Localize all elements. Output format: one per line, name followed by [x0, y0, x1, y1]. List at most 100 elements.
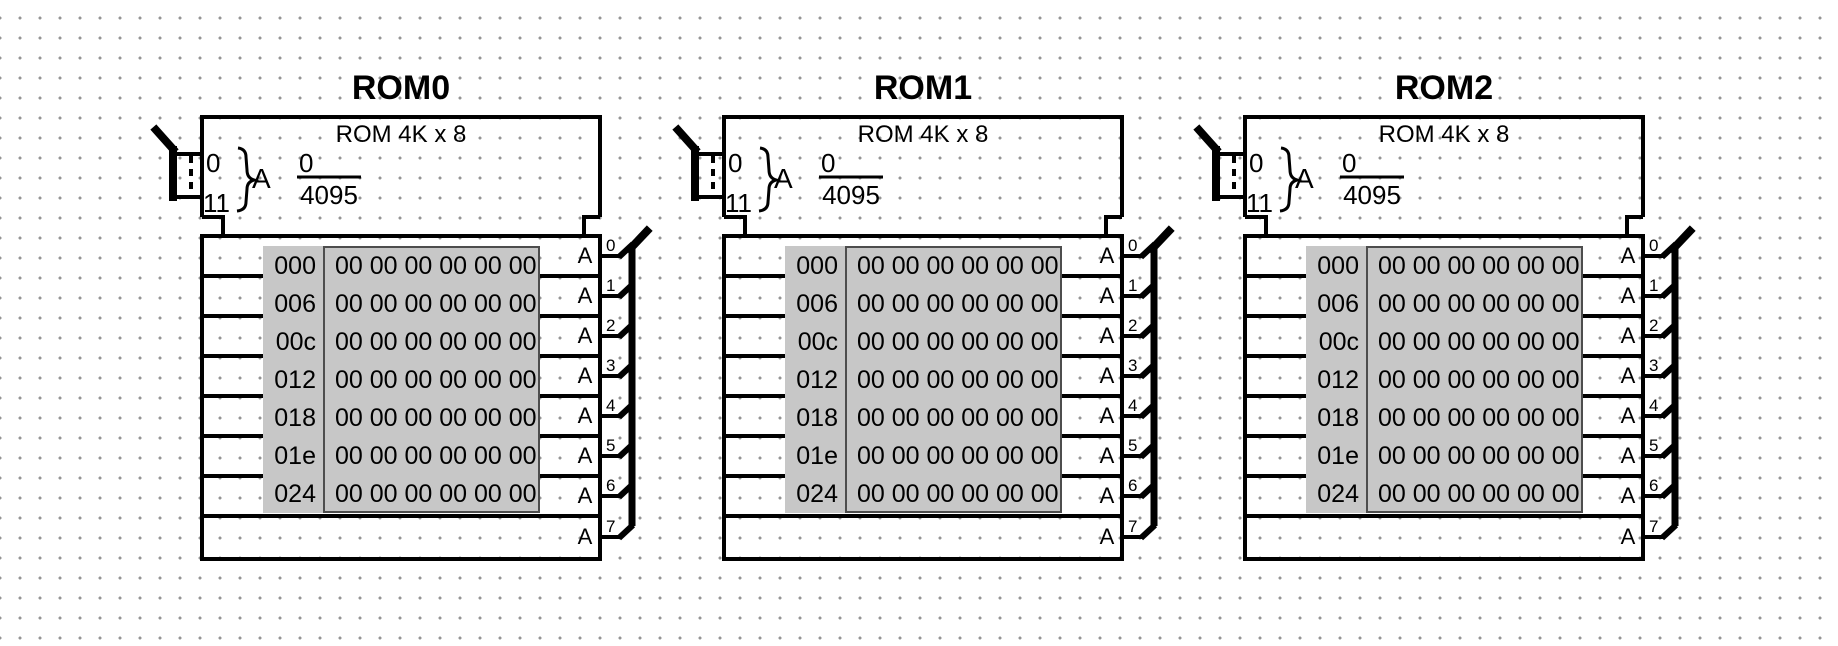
output-pin-label: A — [1620, 243, 1636, 268]
output-pin-label: A — [577, 323, 593, 348]
memory-bytes: 00 00 00 00 00 00 — [1378, 403, 1580, 432]
memory-row[interactable]: 01e 00 00 00 00 00 00 — [1306, 437, 1583, 475]
memory-bytes: 00 00 00 00 00 00 — [857, 403, 1059, 432]
memory-row[interactable]: 000 00 00 00 00 00 00 — [263, 247, 540, 285]
output-pin-stubs[interactable] — [1643, 254, 1663, 539]
chip-type-label: ROM 4K x 8 — [1378, 121, 1510, 148]
output-bus-end-flick[interactable] — [624, 225, 653, 255]
address-pin-low-label: 0 — [206, 148, 221, 178]
memory-row[interactable]: 012 00 00 00 00 00 00 — [785, 361, 1062, 399]
memory-address-column-bg — [785, 246, 845, 513]
chip-type-label: ROM 4K x 8 — [335, 121, 467, 148]
bus-bit-label: 4 — [606, 396, 616, 415]
memory-row[interactable]: 00c 00 00 00 00 00 00 — [263, 323, 540, 361]
body-outline[interactable] — [200, 234, 602, 561]
memory-address: 000 — [274, 251, 316, 280]
memory-row[interactable]: 01e 00 00 00 00 00 00 — [263, 437, 540, 475]
address-pin-high-label: 11 — [1246, 188, 1273, 218]
output-pin-label: A — [1620, 283, 1636, 308]
output-pin-label: A — [1099, 403, 1115, 428]
memory-row[interactable]: 006 00 00 00 00 00 00 — [1306, 285, 1583, 323]
bus-bit-label: 3 — [606, 356, 616, 375]
output-pin-label: A — [1620, 403, 1636, 428]
rom-component[interactable]: ROM0 ROM 4K x 8 0 11 A 0 4095 000 00 00 … — [142, 58, 662, 588]
memory-row[interactable]: 006 00 00 00 00 00 00 — [263, 285, 540, 323]
memory-row[interactable]: 018 00 00 00 00 00 00 — [1306, 399, 1583, 437]
memory-listing[interactable]: 000 00 00 00 00 00 00 006 00 00 00 00 00… — [1306, 247, 1583, 513]
memory-bytes: 00 00 00 00 00 00 — [857, 479, 1059, 508]
rom-component[interactable]: ROM2 ROM 4K x 8 0 11 A 0 4095 000 00 00 … — [1185, 58, 1705, 588]
memory-address: 006 — [796, 289, 838, 318]
input-splitter-arms[interactable] — [1214, 152, 1245, 199]
address-pin-low-label: 0 — [728, 148, 743, 178]
memory-address-column-bg — [263, 246, 323, 513]
memory-bytes: 00 00 00 00 00 00 — [1378, 441, 1580, 470]
output-pin-stubs[interactable] — [600, 254, 620, 539]
memory-row[interactable]: 024 00 00 00 00 00 00 — [263, 475, 540, 513]
memory-address: 018 — [274, 403, 316, 432]
input-bus-end-flick[interactable] — [150, 124, 179, 155]
output-pin-label: A — [577, 483, 593, 508]
memory-row[interactable]: 024 00 00 00 00 00 00 — [785, 475, 1062, 513]
output-pin-label: A — [1620, 363, 1636, 388]
bus-bit-label: 3 — [1649, 356, 1659, 375]
output-pin-label: A — [1099, 443, 1115, 468]
memory-bytes: 00 00 00 00 00 00 — [1378, 251, 1580, 280]
bus-bit-label: 6 — [606, 476, 616, 495]
chip-outline[interactable] — [1243, 115, 1645, 236]
address-range-min: 0 — [299, 148, 314, 178]
memory-row[interactable]: 000 00 00 00 00 00 00 — [785, 247, 1062, 285]
memory-row[interactable]: 012 00 00 00 00 00 00 — [263, 361, 540, 399]
output-bus-end-flick[interactable] — [1146, 225, 1175, 255]
memory-listing[interactable]: 000 00 00 00 00 00 00 006 00 00 00 00 00… — [263, 247, 540, 513]
memory-bytes: 00 00 00 00 00 00 — [335, 289, 537, 318]
memory-row[interactable]: 006 00 00 00 00 00 00 — [785, 285, 1062, 323]
memory-address: 000 — [1317, 251, 1359, 280]
range-brace-icon — [1279, 146, 1303, 213]
range-brace-icon — [236, 146, 260, 213]
memory-row[interactable]: 024 00 00 00 00 00 00 — [1306, 475, 1583, 513]
bus-bit-label: 3 — [1128, 356, 1138, 375]
memory-address: 000 — [796, 251, 838, 280]
input-splitter-arms[interactable] — [171, 152, 202, 199]
memory-row[interactable]: 018 00 00 00 00 00 00 — [263, 399, 540, 437]
memory-row[interactable]: 012 00 00 00 00 00 00 — [1306, 361, 1583, 399]
memory-bytes: 00 00 00 00 00 00 — [857, 327, 1059, 356]
chip-outline[interactable] — [722, 115, 1124, 236]
output-pin-label: A — [577, 403, 593, 428]
bus-bit-label: 2 — [1649, 316, 1659, 335]
memory-row[interactable]: 00c 00 00 00 00 00 00 — [785, 323, 1062, 361]
rom-title: ROM0 — [351, 69, 451, 107]
memory-bytes: 00 00 00 00 00 00 — [857, 251, 1059, 280]
output-pin-label: A — [577, 524, 593, 549]
memory-row[interactable]: 018 00 00 00 00 00 00 — [785, 399, 1062, 437]
memory-bytes: 00 00 00 00 00 00 — [335, 251, 537, 280]
output-bus-end-flick[interactable] — [1667, 225, 1696, 255]
body-outline[interactable] — [1243, 234, 1645, 561]
memory-address: 006 — [274, 289, 316, 318]
input-splitter-arms[interactable] — [693, 152, 724, 199]
input-bus-end-flick[interactable] — [672, 124, 701, 155]
memory-row[interactable]: 000 00 00 00 00 00 00 — [1306, 247, 1583, 285]
memory-address: 01e — [274, 441, 316, 470]
bus-bit-label: 0 — [1649, 236, 1659, 255]
memory-row[interactable]: 00c 00 00 00 00 00 00 — [1306, 323, 1583, 361]
address-pin-high-label: 11 — [725, 188, 752, 218]
output-pin-label: A — [577, 363, 593, 388]
input-bus-end-flick[interactable] — [1193, 124, 1222, 155]
memory-row[interactable]: 01e 00 00 00 00 00 00 — [785, 437, 1062, 475]
rom-component[interactable]: ROM1 ROM 4K x 8 0 11 A 0 4095 000 00 00 … — [664, 58, 1184, 588]
memory-address: 012 — [1317, 365, 1359, 394]
memory-listing[interactable]: 000 00 00 00 00 00 00 006 00 00 00 00 00… — [785, 247, 1062, 513]
output-pin-label: A — [1099, 483, 1115, 508]
memory-bytes: 00 00 00 00 00 00 — [335, 327, 537, 356]
chip-outline[interactable] — [200, 115, 602, 236]
memory-data-column-bg — [323, 246, 540, 513]
body-outline[interactable] — [722, 234, 1124, 561]
output-pin-stubs[interactable] — [1122, 254, 1142, 539]
address-range-max: 4095 — [300, 180, 358, 210]
address-range-max: 4095 — [1343, 180, 1401, 210]
output-pin-label: A — [1620, 443, 1636, 468]
bus-bit-label: 7 — [606, 517, 616, 536]
